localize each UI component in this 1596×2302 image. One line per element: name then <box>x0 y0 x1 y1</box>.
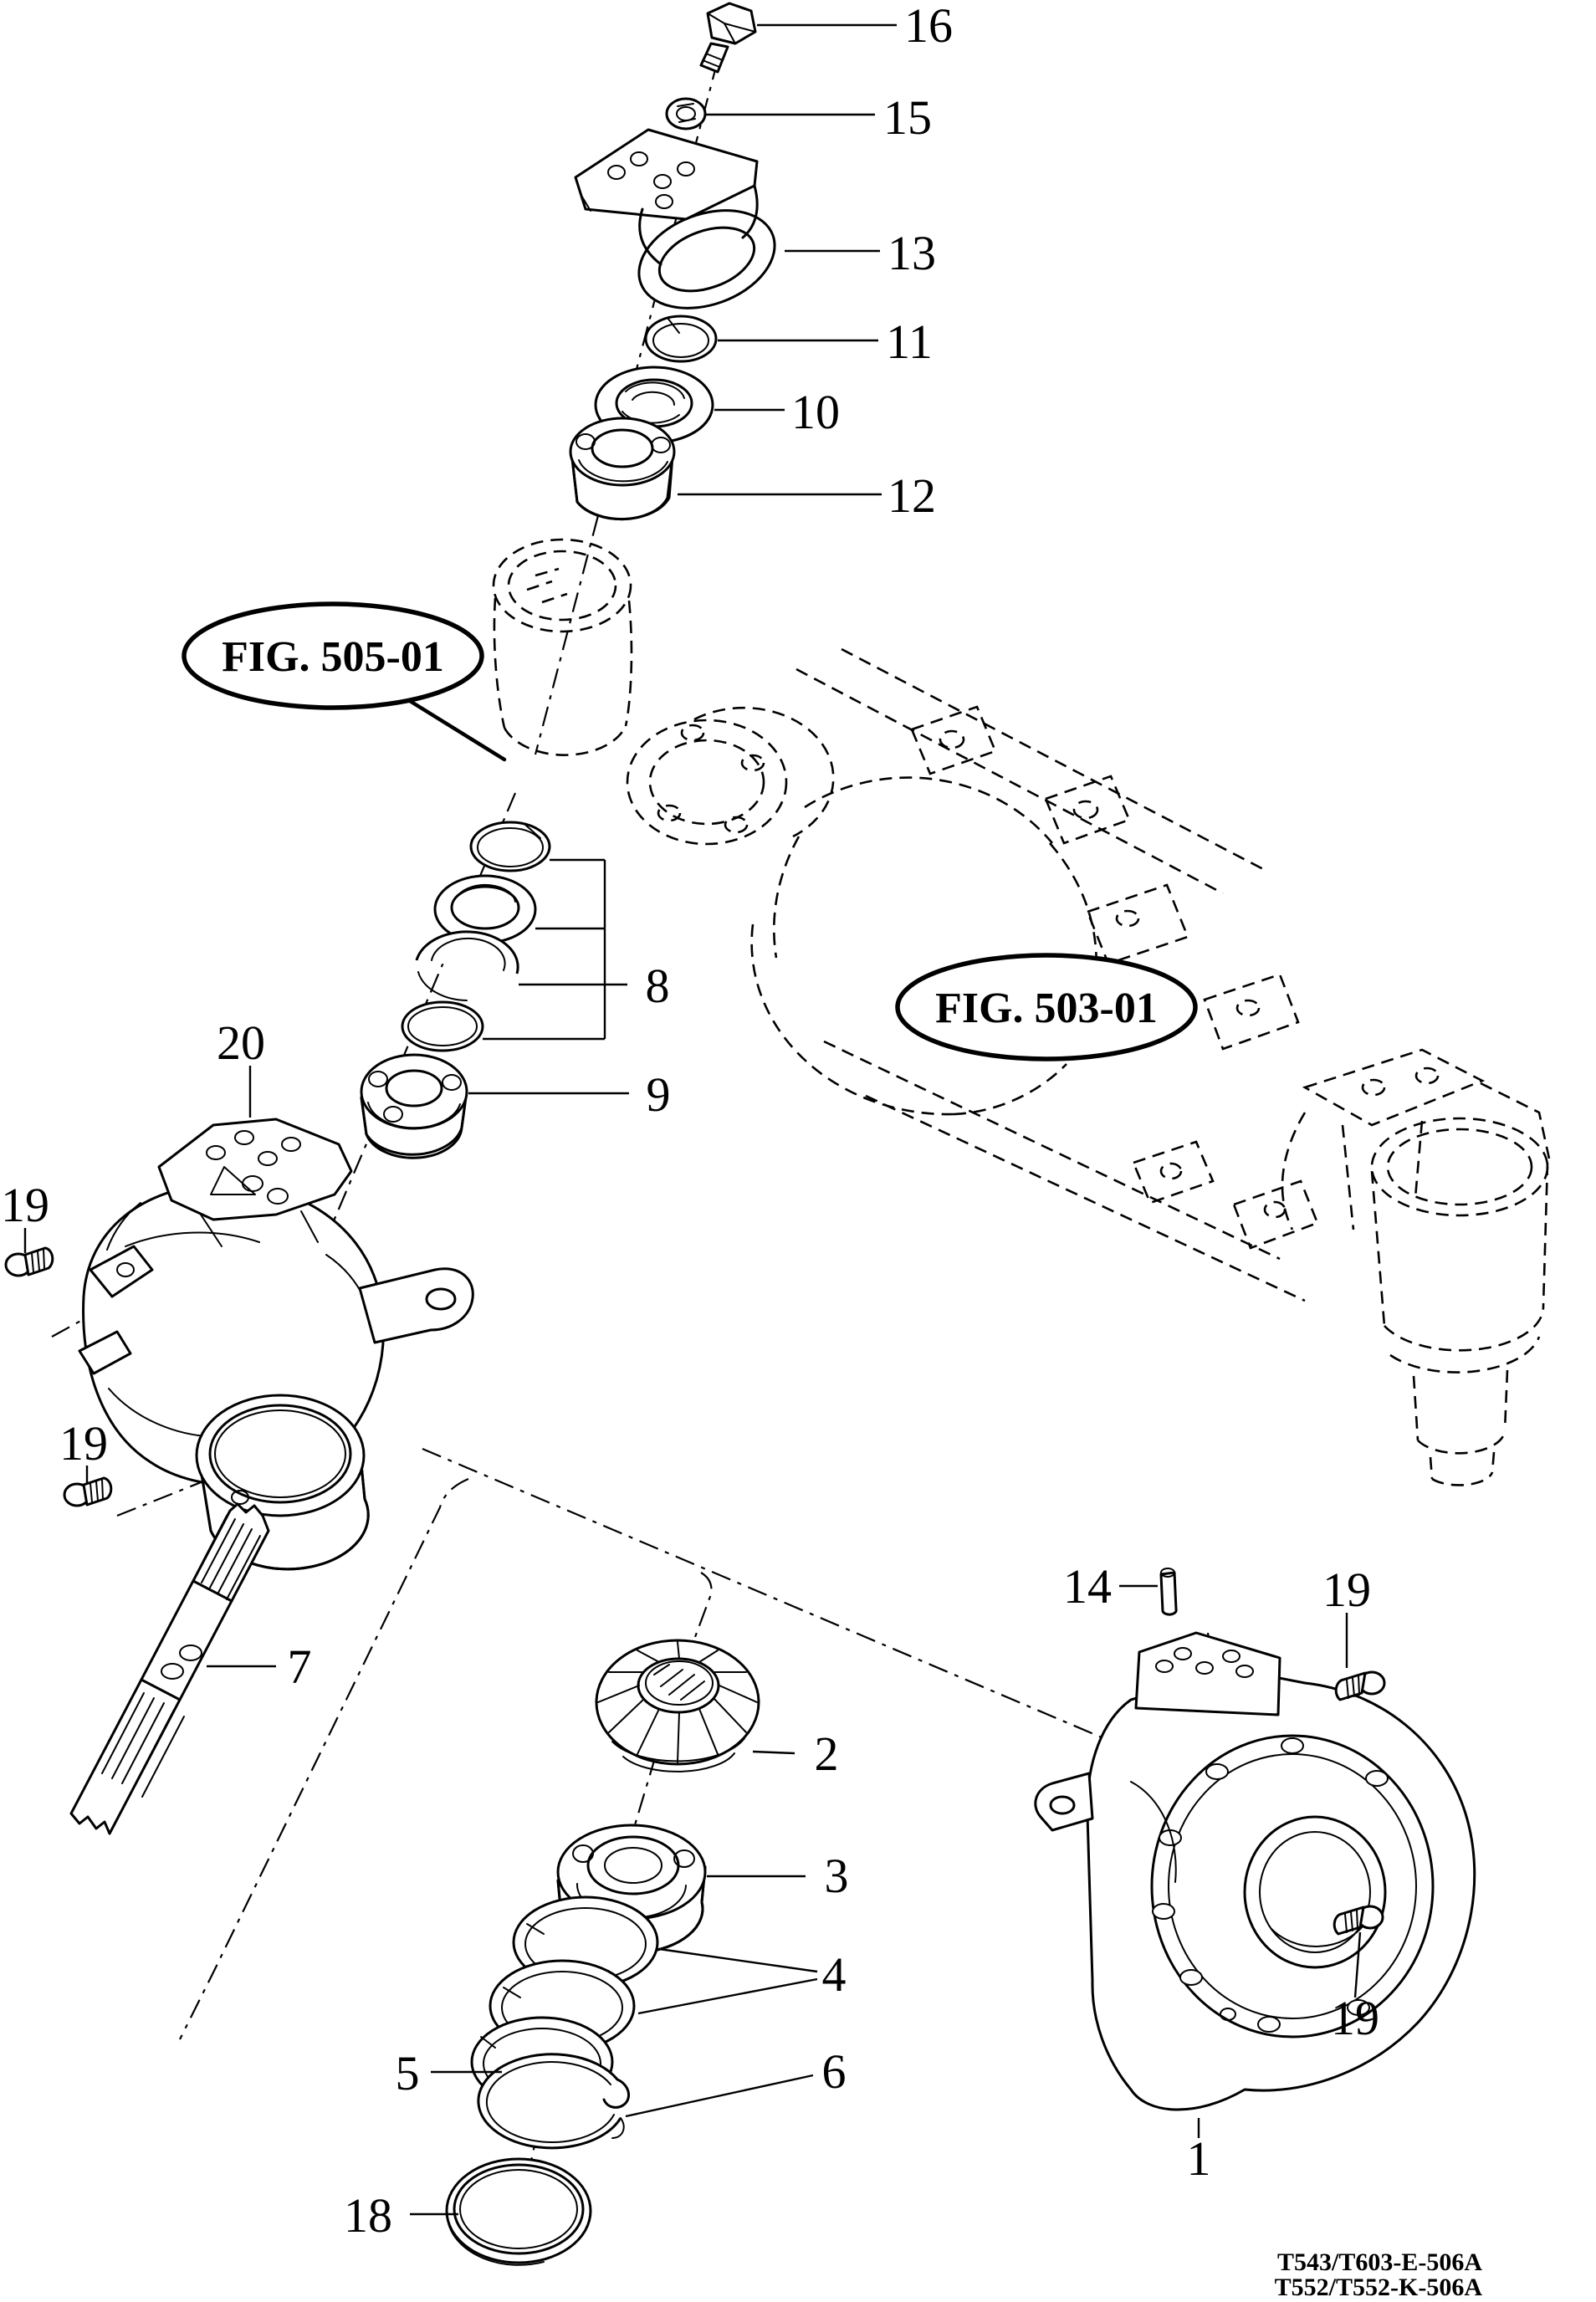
callout-1: 1 <box>1187 2131 1211 2186</box>
part-19-plug-lower-right <box>1333 1905 1384 1936</box>
fig-ref-503-01: FIG. 503-01 <box>895 953 1198 1061</box>
part-20-knuckle-case <box>78 1118 474 1571</box>
callout-labels: 16 15 13 11 10 12 8 9 20 19 19 7 2 3 4 5… <box>1 0 1379 2243</box>
fig-503-01-label: FIG. 503-01 <box>935 985 1158 1032</box>
part-19-plug-mid-left <box>63 1476 113 1507</box>
callout-12: 12 <box>888 468 936 523</box>
callout-2: 2 <box>815 1726 839 1781</box>
part-4-wave-springs <box>489 1895 659 2053</box>
fig-ref-505-01: FIG. 505-01 <box>182 601 507 762</box>
callout-8: 8 <box>646 959 670 1013</box>
callout-13: 13 <box>888 226 936 280</box>
callout-6: 6 <box>822 2044 847 2099</box>
footer-code-line2: T552/T552-K-506A <box>1275 2274 1483 2301</box>
part-18-retainer-ring <box>445 2157 592 2266</box>
part-7-axle-shaft <box>69 1502 270 1835</box>
callout-3: 3 <box>825 1849 849 1903</box>
leader-lines <box>23 23 1362 2216</box>
part-13-knuckle-arm <box>574 128 776 309</box>
part-19-plug-upper-right <box>1334 1670 1386 1701</box>
callout-7: 7 <box>288 1640 312 1694</box>
part-1-final-case <box>1034 1631 1476 2111</box>
part-12-ball-bearing <box>569 417 676 521</box>
callout-20: 20 <box>217 1015 265 1070</box>
callout-19-upper-left: 19 <box>1 1178 49 1232</box>
callout-19-mid-left: 19 <box>59 1416 108 1471</box>
part-19-plug-upper-left <box>4 1246 54 1277</box>
part-14-dowel-pin <box>1159 1568 1178 1616</box>
callout-19-upper-right: 19 <box>1322 1563 1371 1617</box>
part-6-snap-ring <box>477 2053 631 2150</box>
part-15-spring-washer <box>665 97 707 130</box>
callout-4: 4 <box>822 1947 847 2002</box>
callout-19-lower-right: 19 <box>1331 1991 1379 2045</box>
part-11-retaining-ring <box>644 315 718 363</box>
callout-18: 18 <box>344 2188 392 2243</box>
part-2-bevel-gear <box>595 1639 760 1773</box>
fig-505-01-label: FIG. 505-01 <box>222 633 444 681</box>
part-8-ring-set <box>401 821 551 1052</box>
callout-14: 14 <box>1063 1559 1112 1614</box>
footer-code-line1: T543/T603-E-506A <box>1277 2248 1482 2276</box>
part-16-hex-bolt <box>699 2 757 74</box>
fig-505-01-pointer <box>407 698 507 762</box>
callout-9: 9 <box>647 1067 671 1122</box>
callout-16: 16 <box>904 0 953 53</box>
callout-15: 15 <box>883 90 932 145</box>
callout-11: 11 <box>886 315 933 369</box>
part-9-ball-bearing <box>360 1053 468 1159</box>
footer-codes: T543/T603-E-506A T552/T552-K-506A <box>1275 2248 1483 2301</box>
callout-10: 10 <box>791 385 840 439</box>
axle-housing-dashed <box>492 538 1551 1486</box>
callout-5: 5 <box>396 2046 420 2100</box>
